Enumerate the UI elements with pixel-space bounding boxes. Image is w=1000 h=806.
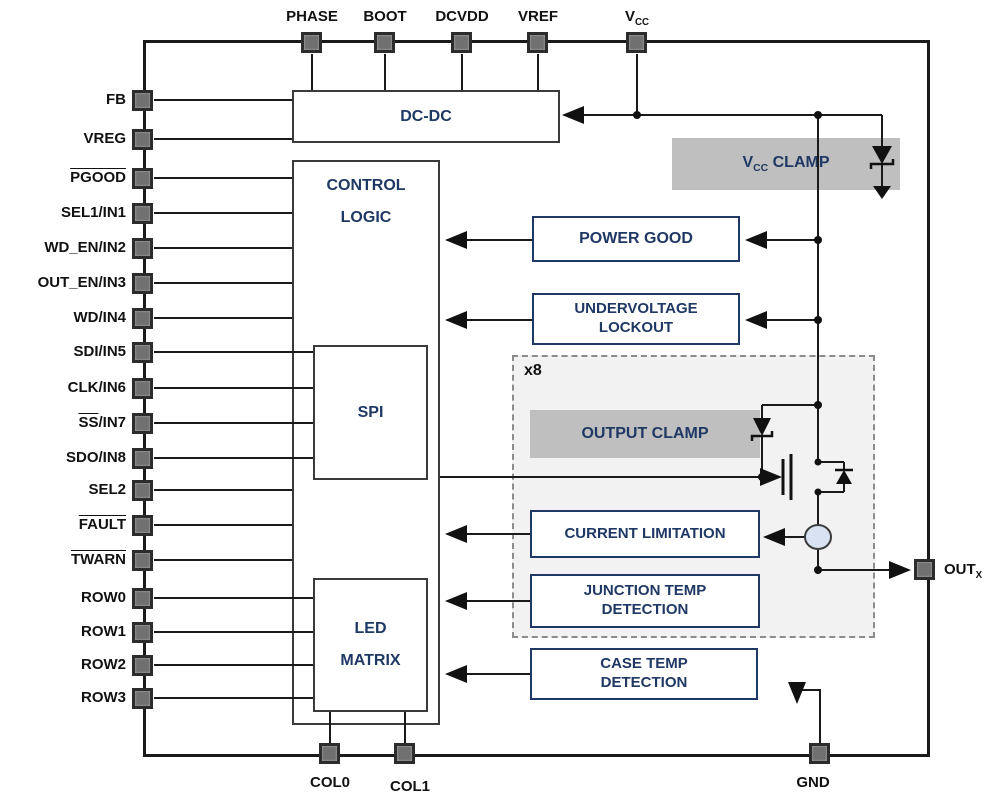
pin-label-row0: ROW0: [81, 589, 126, 606]
vcc-clamp-label: VCC CLAMP: [742, 153, 830, 175]
dcdc-block: DC-DC: [292, 90, 560, 143]
pin-label-fb: FB: [106, 91, 126, 108]
control-logic-label-line1: CONTROL: [326, 177, 406, 194]
pin-ss-in7: [132, 413, 153, 434]
pin-label-twarn: TWARN: [71, 551, 126, 568]
spi-label: SPI: [357, 403, 384, 421]
power-good-label: POWER GOOD: [579, 230, 693, 247]
output-clamp-block: OUTPUT CLAMP: [530, 410, 760, 458]
pin-row0: [132, 588, 153, 609]
current-limitation-block: CURRENT LIMITATION: [530, 510, 760, 558]
pin-label-sel2: SEL2: [88, 481, 126, 498]
pin-fault: [132, 515, 153, 536]
case-temp-block: CASE TEMP DETECTION: [530, 648, 758, 700]
junction-temp-block: JUNCTION TEMP DETECTION: [530, 574, 760, 628]
junction-temp-label-line2: DETECTION: [601, 601, 689, 618]
pin-vreg: [132, 129, 153, 150]
power-good-block: POWER GOOD: [532, 216, 740, 262]
pin-label-row3: ROW3: [81, 689, 126, 706]
pin-dcvdd: [451, 32, 472, 53]
pin-label-col1: COL1: [389, 778, 430, 795]
pin-label-ss-in7: SS/IN7: [78, 414, 126, 431]
pin-vcc: [626, 32, 647, 53]
pin-sdo-in8: [132, 448, 153, 469]
pin-label-out-en-in3: OUT_EN/IN3: [37, 274, 126, 291]
uvlo-label-line1: UNDERVOLTAGE: [574, 300, 698, 318]
pin-label-outx: OUTX: [944, 561, 983, 581]
pin-pgood: [132, 168, 153, 189]
dcdc-label: DC-DC: [400, 107, 452, 125]
pin-label-col0: COL0: [309, 774, 350, 791]
pin-row2: [132, 655, 153, 676]
pin-row1: [132, 622, 153, 643]
pin-clk-in6: [132, 378, 153, 399]
led-matrix-block: LED MATRIX: [313, 578, 428, 712]
pin-sdi-in5: [132, 342, 153, 363]
pin-sel2: [132, 480, 153, 501]
pin-label-row1: ROW1: [81, 623, 126, 640]
pin-fb: [132, 90, 153, 111]
case-temp-label-line1: CASE TEMP: [600, 655, 688, 673]
pin-label-sdo-in8: SDO/IN8: [65, 449, 126, 466]
undervoltage-lockout-block: UNDERVOLTAGE LOCKOUT: [532, 293, 740, 345]
led-matrix-label-line1: LED: [354, 620, 387, 637]
x8-multiplier-label: x8: [524, 362, 542, 379]
pin-label-row2: ROW2: [81, 656, 126, 673]
pin-label-sdi-in5: SDI/IN5: [73, 343, 126, 360]
pin-label-vcc: VCC: [624, 8, 650, 28]
pin-label-vreg: VREG: [83, 130, 126, 147]
pin-out-en-in3: [132, 273, 153, 294]
control-logic-label-line2: LOGIC: [340, 209, 392, 226]
pin-label-phase: PHASE: [286, 8, 338, 25]
junction-temp-label-line1: JUNCTION TEMP: [583, 582, 707, 600]
pin-wd-in4: [132, 308, 153, 329]
pin-col1: [394, 743, 415, 764]
pin-label-wd-in4: WD/IN4: [73, 309, 127, 326]
pin-label-fault: FAULT: [78, 516, 126, 533]
pin-label-sel1-in1: SEL1/IN1: [60, 204, 126, 221]
current-limitation-label: CURRENT LIMITATION: [564, 524, 726, 542]
spi-block: SPI: [313, 345, 428, 480]
pin-label-pgood: PGOOD: [70, 169, 126, 186]
pin-gnd: [809, 743, 830, 764]
pin-sel1-in1: [132, 203, 153, 224]
pin-boot: [374, 32, 395, 53]
pin-label-wd-en-in2: WD_EN/IN2: [44, 239, 126, 256]
pin-label-dcvdd: DCVDD: [435, 8, 489, 25]
pin-phase: [301, 32, 322, 53]
led-matrix-label-line2: MATRIX: [340, 652, 401, 669]
pin-twarn: [132, 550, 153, 571]
pin-label-vref: VREF: [517, 8, 558, 25]
uvlo-label-line2: LOCKOUT: [598, 319, 674, 336]
pin-vref: [527, 32, 548, 53]
vcc-clamp-block: VCC CLAMP: [672, 138, 900, 190]
case-temp-label-line2: DETECTION: [600, 674, 688, 691]
output-clamp-label: OUTPUT CLAMP: [581, 425, 709, 442]
pin-col0: [319, 743, 340, 764]
pin-row3: [132, 688, 153, 709]
pin-outx: [914, 559, 935, 580]
pin-label-boot: BOOT: [363, 8, 407, 25]
pin-wd-en-in2: [132, 238, 153, 259]
pin-label-clk-in6: CLK/IN6: [67, 379, 126, 396]
pin-label-gnd: GND: [796, 774, 830, 791]
